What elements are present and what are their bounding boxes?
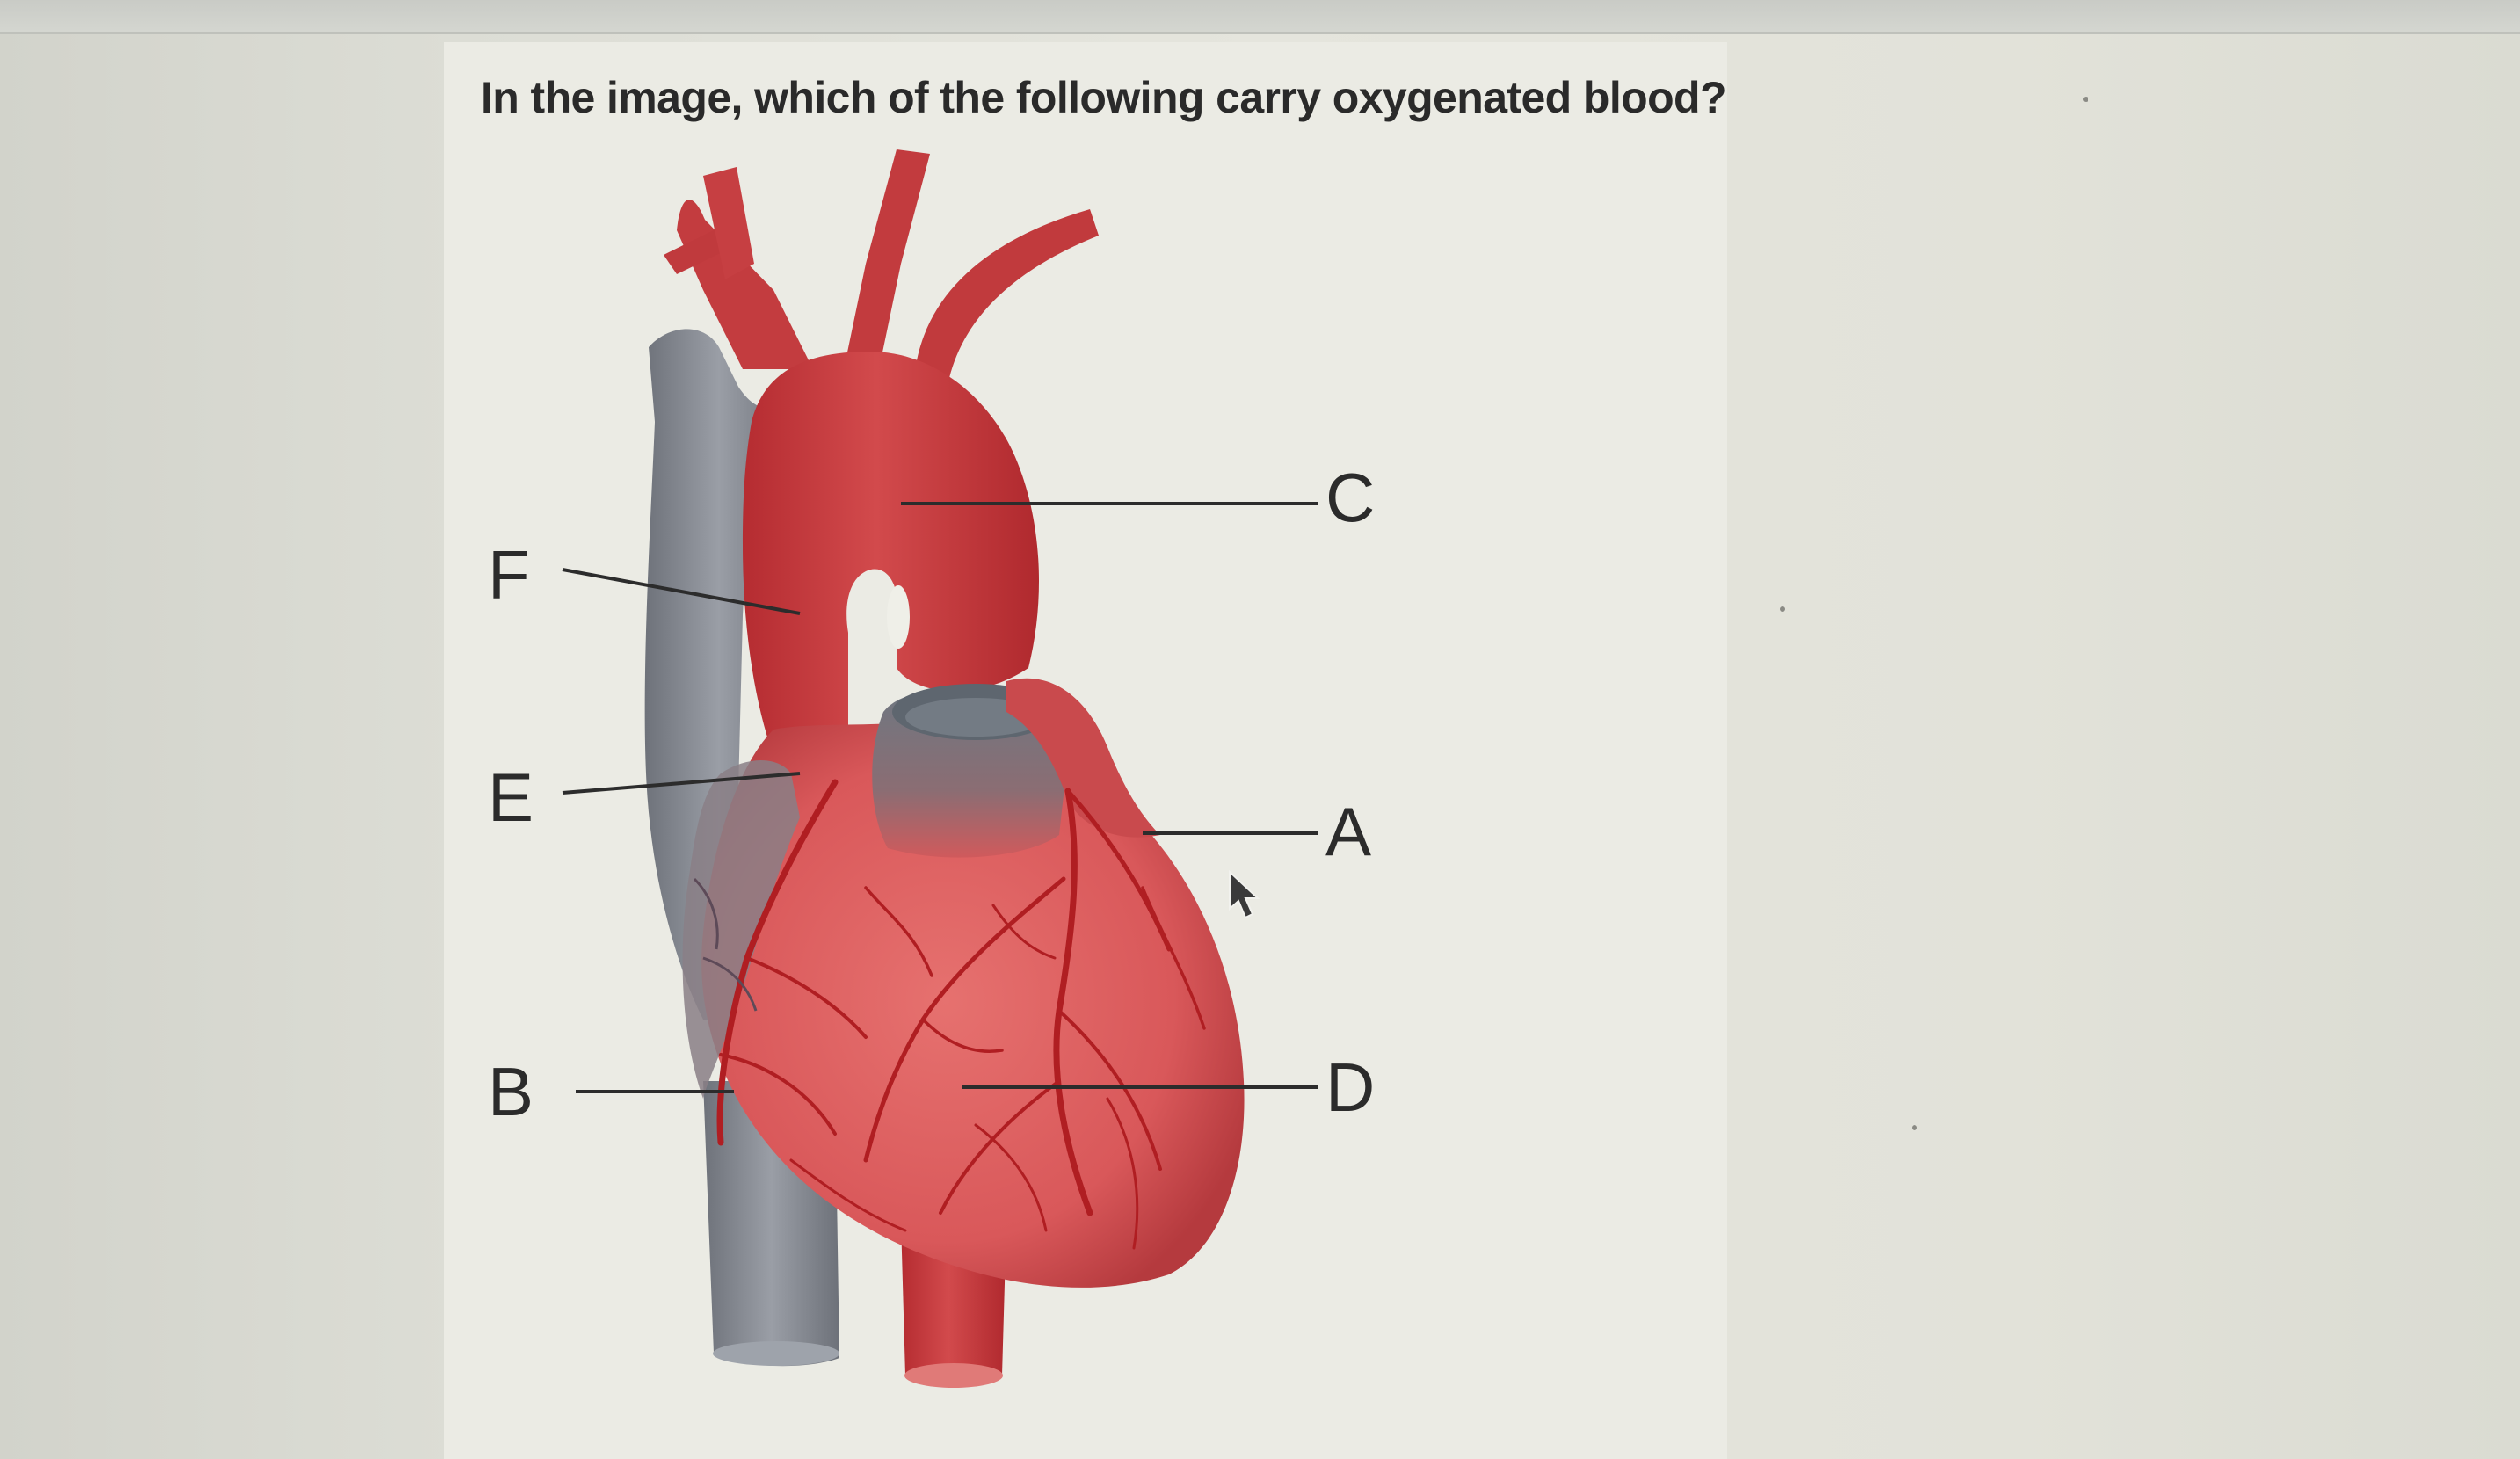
label-e: E: [488, 759, 534, 836]
question-text: In the image, which of the following car…: [481, 73, 1727, 122]
right-atrium: [682, 760, 800, 1099]
screen-dust-speck: [2083, 97, 2088, 102]
left-auricle: [1006, 678, 1160, 838]
label-d: D: [1325, 1049, 1376, 1126]
cardiac-veins: [693, 877, 758, 1012]
leader-line-e: [562, 772, 801, 795]
leader-line-f: [562, 568, 801, 615]
heart-diagram: [562, 149, 1318, 1388]
label-a: A: [1325, 793, 1372, 870]
screen-dust-speck: [1912, 1125, 1917, 1130]
coronary-arteries: [716, 779, 1206, 1250]
aortic-arch: [743, 352, 1039, 756]
mouse-pointer-icon: [1229, 870, 1260, 919]
ligamentum-opening: [887, 585, 910, 649]
right-common-carotid: [703, 167, 754, 279]
label-b: B: [488, 1053, 534, 1130]
screen-dust-speck: [1780, 606, 1785, 612]
right-subclavian-branch: [664, 227, 731, 274]
descending-aorta-opening: [904, 1363, 1003, 1388]
left-subclavian-artery: [914, 209, 1099, 378]
inferior-vena-cava-opening: [713, 1341, 839, 1366]
heart-ventricles: [701, 715, 1245, 1288]
label-f: F: [488, 536, 530, 613]
browser-top-bar: [0, 0, 2520, 34]
left-common-carotid: [844, 149, 930, 369]
label-c: C: [1325, 459, 1376, 536]
leader-lines: [562, 502, 1318, 1093]
